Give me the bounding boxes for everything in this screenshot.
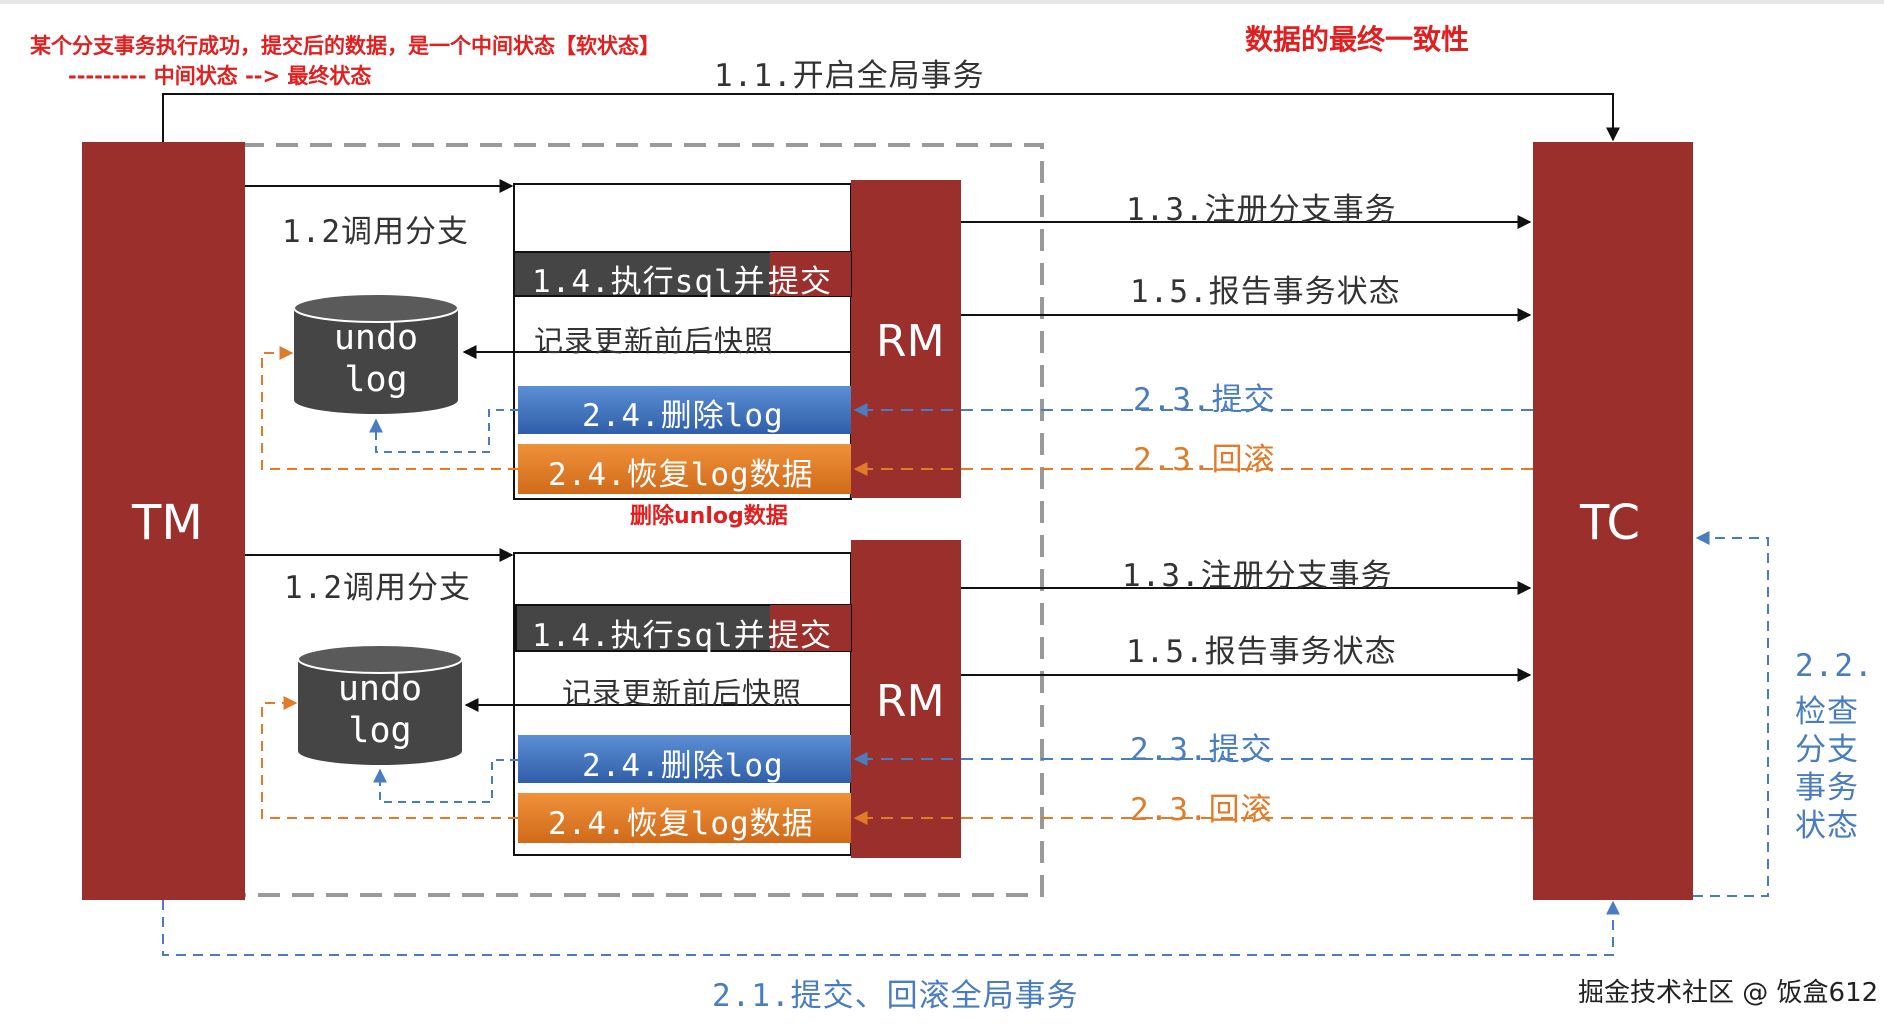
- open-global-tx-label: 1.1.开启全局事务: [714, 58, 985, 94]
- branch-2-delete-log-label: 2.4.删除log: [582, 748, 784, 784]
- check-status-label-3: 分支: [1795, 732, 1859, 768]
- branch-2-exec-commit-bg: [770, 605, 851, 651]
- tc-label: TC: [1580, 495, 1641, 551]
- branch-1-delete-log-label: 2.4.删除log: [582, 398, 784, 434]
- branch-1: [245, 179, 1533, 500]
- branch-1-restore-log-label: 2.4.恢复log数据: [548, 457, 814, 493]
- global-commit-arrow: [162, 900, 1620, 956]
- branch-1-exec-sql-label: 1.4.执行sql并: [532, 264, 766, 300]
- branch-2-restore-bar: [518, 793, 851, 843]
- branch-1-register-label: 1.3.注册分支事务: [1126, 192, 1397, 228]
- check-status-label-2: 检查: [1795, 694, 1859, 730]
- branch-2-exec-commit-label: 提交: [768, 618, 832, 654]
- branch-2-undo-label: undo: [337, 669, 423, 709]
- branch-2-restore-log-arrow: [261, 696, 518, 819]
- branch-2-register-label: 1.3.注册分支事务: [1122, 558, 1393, 594]
- branch-2-rollback-label: 2.3.回滚: [1130, 792, 1273, 828]
- branch-1-delete-log-arrow: [369, 409, 518, 453]
- top-border: [0, 0, 1884, 4]
- branch-1-report-label: 1.5.报告事务状态: [1130, 274, 1401, 310]
- branch-2: [245, 540, 1533, 858]
- branch-2-undo-log-cylinder: [297, 644, 463, 765]
- branch-1-rm-block: [851, 180, 961, 498]
- branch-2-rm-label: RM: [876, 676, 945, 727]
- branch-1-restore-log-arrow: [261, 346, 518, 470]
- branch-2-commit-label: 2.3.提交: [1130, 732, 1273, 768]
- branch-1-rm-label: RM: [876, 316, 945, 367]
- branch-2-restore-log-label: 2.4.恢复log数据: [548, 806, 814, 842]
- tm-label: TM: [132, 495, 203, 551]
- branch-2-delete-log-arrow: [373, 759, 518, 803]
- branch-2-call-label: 1.2调用分支: [284, 570, 471, 606]
- global-commit-rollback-label: 2.1.提交、回滚全局事务: [712, 978, 1079, 1014]
- branch-1-undo-log-cylinder: [293, 293, 459, 414]
- branch-1-delete-bar: [518, 386, 851, 434]
- tc-block: [1533, 142, 1693, 900]
- branch-1-rollback-label: 2.3.回滚: [1133, 442, 1276, 478]
- intermediate-to-final-note: --------- 中间状态 --> 最终状态: [68, 64, 372, 88]
- branch-2-rm-block: [851, 540, 961, 858]
- branch-2-report-label: 1.5.报告事务状态: [1126, 634, 1397, 670]
- branch-1-exec-commit-label: 提交: [768, 264, 832, 300]
- branch-1-exec-commit-bg: [770, 252, 851, 296]
- delete-unlog-note: 删除unlog数据: [630, 504, 788, 529]
- check-status-loop: [1693, 531, 1769, 897]
- watermark: 掘金技术社区 @ 饭盒612: [1578, 978, 1879, 1008]
- open-global-arrow: [162, 93, 1620, 142]
- tm-block: [82, 142, 245, 900]
- branch-1-snapshot-label: 记录更新前后快照: [534, 324, 775, 358]
- check-status-label-1: 2.2.: [1795, 648, 1874, 684]
- branch-1-log-label: log: [344, 360, 408, 400]
- branch-1-commit-label: 2.3.提交: [1133, 382, 1276, 418]
- final-consistency-note: 数据的最终一致性: [1245, 23, 1470, 56]
- branch-2-snapshot-label: 记录更新前后快照: [562, 676, 803, 710]
- branch-1-restore-bar: [518, 444, 851, 494]
- check-status-label-5: 状态: [1795, 808, 1859, 844]
- soft-state-note: 某个分支事务执行成功，提交后的数据，是一个中间状态【软状态】: [30, 34, 660, 58]
- branch-2-log-label: log: [348, 711, 412, 751]
- branch-2-delete-bar: [518, 735, 851, 783]
- branch-1-call-label: 1.2调用分支: [282, 214, 469, 250]
- branch-2-exec-sql-label: 1.4.执行sql并: [532, 618, 766, 654]
- check-status-label-4: 事务: [1795, 770, 1859, 806]
- branch-1-undo-label: undo: [333, 318, 419, 358]
